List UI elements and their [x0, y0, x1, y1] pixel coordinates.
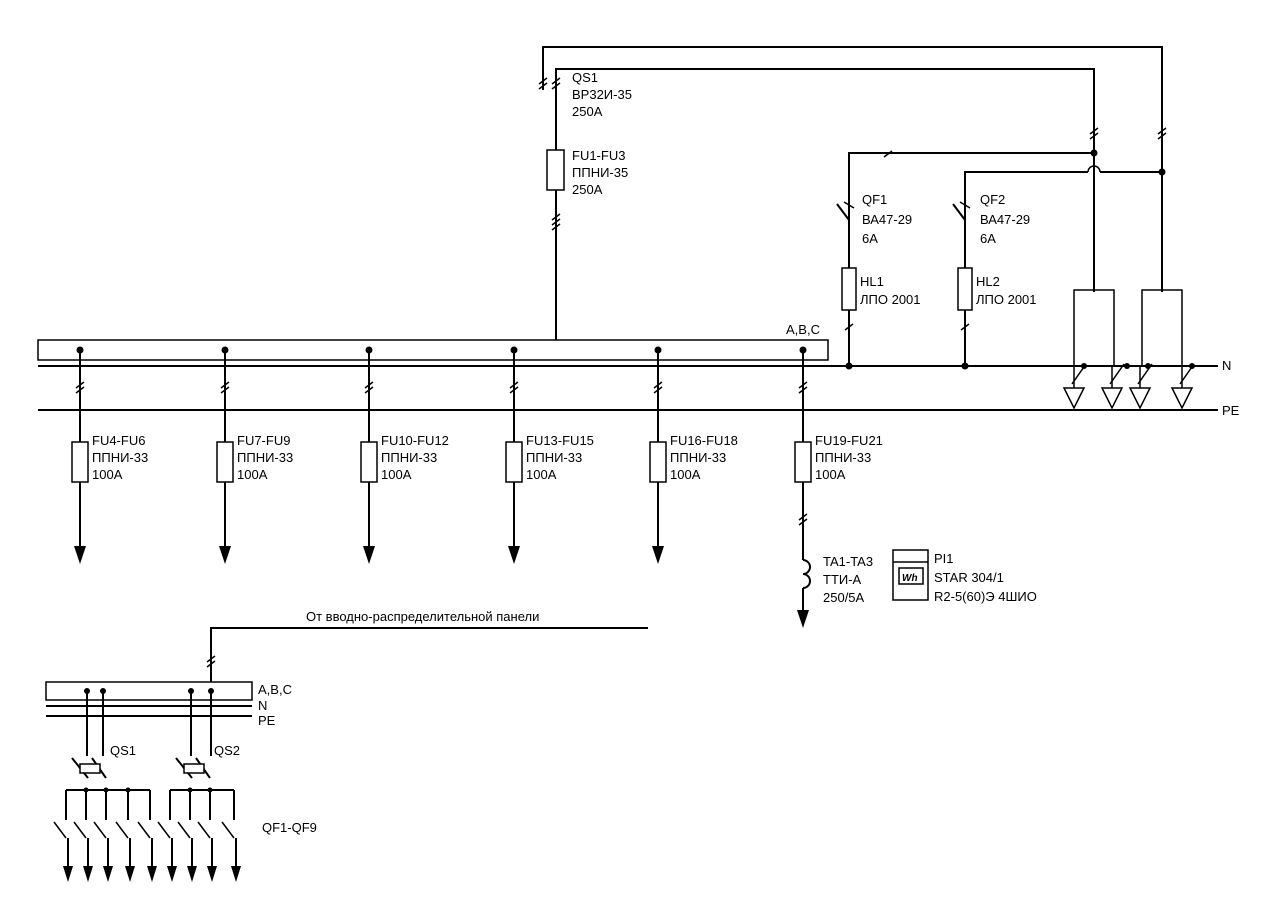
- svg-text:FU13-FU15: FU13-FU15: [526, 433, 594, 448]
- svg-text:R2-5(60)Э 4ШИО: R2-5(60)Э 4ШИО: [934, 589, 1037, 604]
- feeder-2: FU7-FU9 ППНИ-33 100A: [216, 346, 293, 564]
- feeder-3: FU10-FU12 ППНИ-33 100A: [360, 346, 449, 564]
- svg-text:ППНИ-33: ППНИ-33: [381, 450, 437, 465]
- svg-text:QF2: QF2: [980, 192, 1005, 207]
- meter-symbol: Wh: [902, 573, 918, 584]
- lower-breakers-label: QF1-QF9: [262, 820, 317, 835]
- svg-text:ППНИ-33: ППНИ-33: [237, 450, 293, 465]
- lower-supply-label: От вводно-распределительной панели: [306, 609, 539, 624]
- svg-text:100A: 100A: [92, 467, 123, 482]
- surge-arrester-blocks: [1062, 289, 1195, 410]
- feeder-4: FU13-FU15 ППНИ-33 100A: [505, 346, 594, 564]
- breaker-qf1-label: QF1 ВА47-29 6A: [862, 192, 912, 246]
- svg-text:FU4-FU6: FU4-FU6: [92, 433, 145, 448]
- svg-text:FU7-FU9: FU7-FU9: [237, 433, 290, 448]
- feeder-5: FU16-FU18 ППНИ-33 100A: [649, 346, 738, 564]
- lighting-branches: [836, 127, 1167, 370]
- svg-text:100A: 100A: [237, 467, 268, 482]
- svg-text:FU10-FU12: FU10-FU12: [381, 433, 449, 448]
- svg-text:ВА47-29: ВА47-29: [980, 212, 1030, 227]
- lower-panel-diagram: [45, 627, 648, 882]
- svg-text:6A: 6A: [980, 231, 996, 246]
- svg-text:PI1: PI1: [934, 551, 954, 566]
- svg-text:STAR 304/1: STAR 304/1: [934, 570, 1004, 585]
- svg-text:ЛПО 2001: ЛПО 2001: [860, 292, 921, 307]
- lower-bus-label: A,B,C: [258, 682, 292, 697]
- breaker-qf2-label: QF2 ВА47-29 6A: [980, 192, 1030, 246]
- main-switch-label: QS1 ВР32И-35 250A: [572, 70, 632, 119]
- svg-text:100A: 100A: [526, 467, 557, 482]
- svg-text:HL1: HL1: [860, 274, 884, 289]
- svg-text:ВА47-29: ВА47-29: [862, 212, 912, 227]
- svg-text:100A: 100A: [381, 467, 412, 482]
- current-transformer-label: TA1-TA3 ТТИ-А 250/5A: [823, 554, 873, 605]
- lower-switch-2-label: QS2: [214, 743, 240, 758]
- svg-text:FU19-FU21: FU19-FU21: [815, 433, 883, 448]
- svg-text:100A: 100A: [670, 467, 701, 482]
- lamp-hl2-symbol: [957, 267, 973, 311]
- svg-text:FU16-FU18: FU16-FU18: [670, 433, 738, 448]
- svg-text:250A: 250A: [572, 182, 603, 197]
- busbar-label: A,B,C: [786, 322, 820, 337]
- main-fuse-symbol: [546, 149, 565, 191]
- earth-label: PE: [1222, 403, 1240, 418]
- svg-text:ППНИ-35: ППНИ-35: [572, 165, 628, 180]
- svg-text:QS1: QS1: [572, 70, 598, 85]
- svg-text:ППНИ-33: ППНИ-33: [92, 450, 148, 465]
- svg-text:ППНИ-33: ППНИ-33: [815, 450, 871, 465]
- lower-earth-label: PE: [258, 713, 276, 728]
- lower-neutral-label: N: [258, 698, 267, 713]
- svg-text:ППНИ-33: ППНИ-33: [526, 450, 582, 465]
- svg-text:250/5A: 250/5A: [823, 590, 865, 605]
- main-fuse-label: FU1-FU3 ППНИ-35 250A: [572, 148, 628, 197]
- feeder-6-metering: FU19-FU21 ППНИ-33 100A: [794, 346, 883, 628]
- svg-text:6A: 6A: [862, 231, 878, 246]
- neutral-label: N: [1222, 358, 1231, 373]
- lamp-hl1-symbol: [841, 267, 857, 311]
- lamp-hl2-label: HL2 ЛПО 2001: [976, 274, 1037, 307]
- svg-text:QF1: QF1: [862, 192, 887, 207]
- svg-text:ТТИ-А: ТТИ-А: [823, 572, 862, 587]
- svg-text:TA1-TA3: TA1-TA3: [823, 554, 873, 569]
- svg-text:100A: 100A: [815, 467, 846, 482]
- energy-meter: Wh PI1 STAR 304/1 R2-5(60)Э 4ШИО: [892, 549, 1037, 604]
- svg-text:ВР32И-35: ВР32И-35: [572, 87, 632, 102]
- feeder-1: FU4-FU6 ППНИ-33 100A: [71, 346, 148, 564]
- lower-switch-1-label: QS1: [110, 743, 136, 758]
- svg-text:250A: 250A: [572, 104, 603, 119]
- svg-text:HL2: HL2: [976, 274, 1000, 289]
- lamp-hl1-label: HL1 ЛПО 2001: [860, 274, 921, 307]
- busbar-abc: [37, 339, 829, 361]
- svg-text:ППНИ-33: ППНИ-33: [670, 450, 726, 465]
- svg-text:FU1-FU3: FU1-FU3: [572, 148, 625, 163]
- svg-text:ЛПО 2001: ЛПО 2001: [976, 292, 1037, 307]
